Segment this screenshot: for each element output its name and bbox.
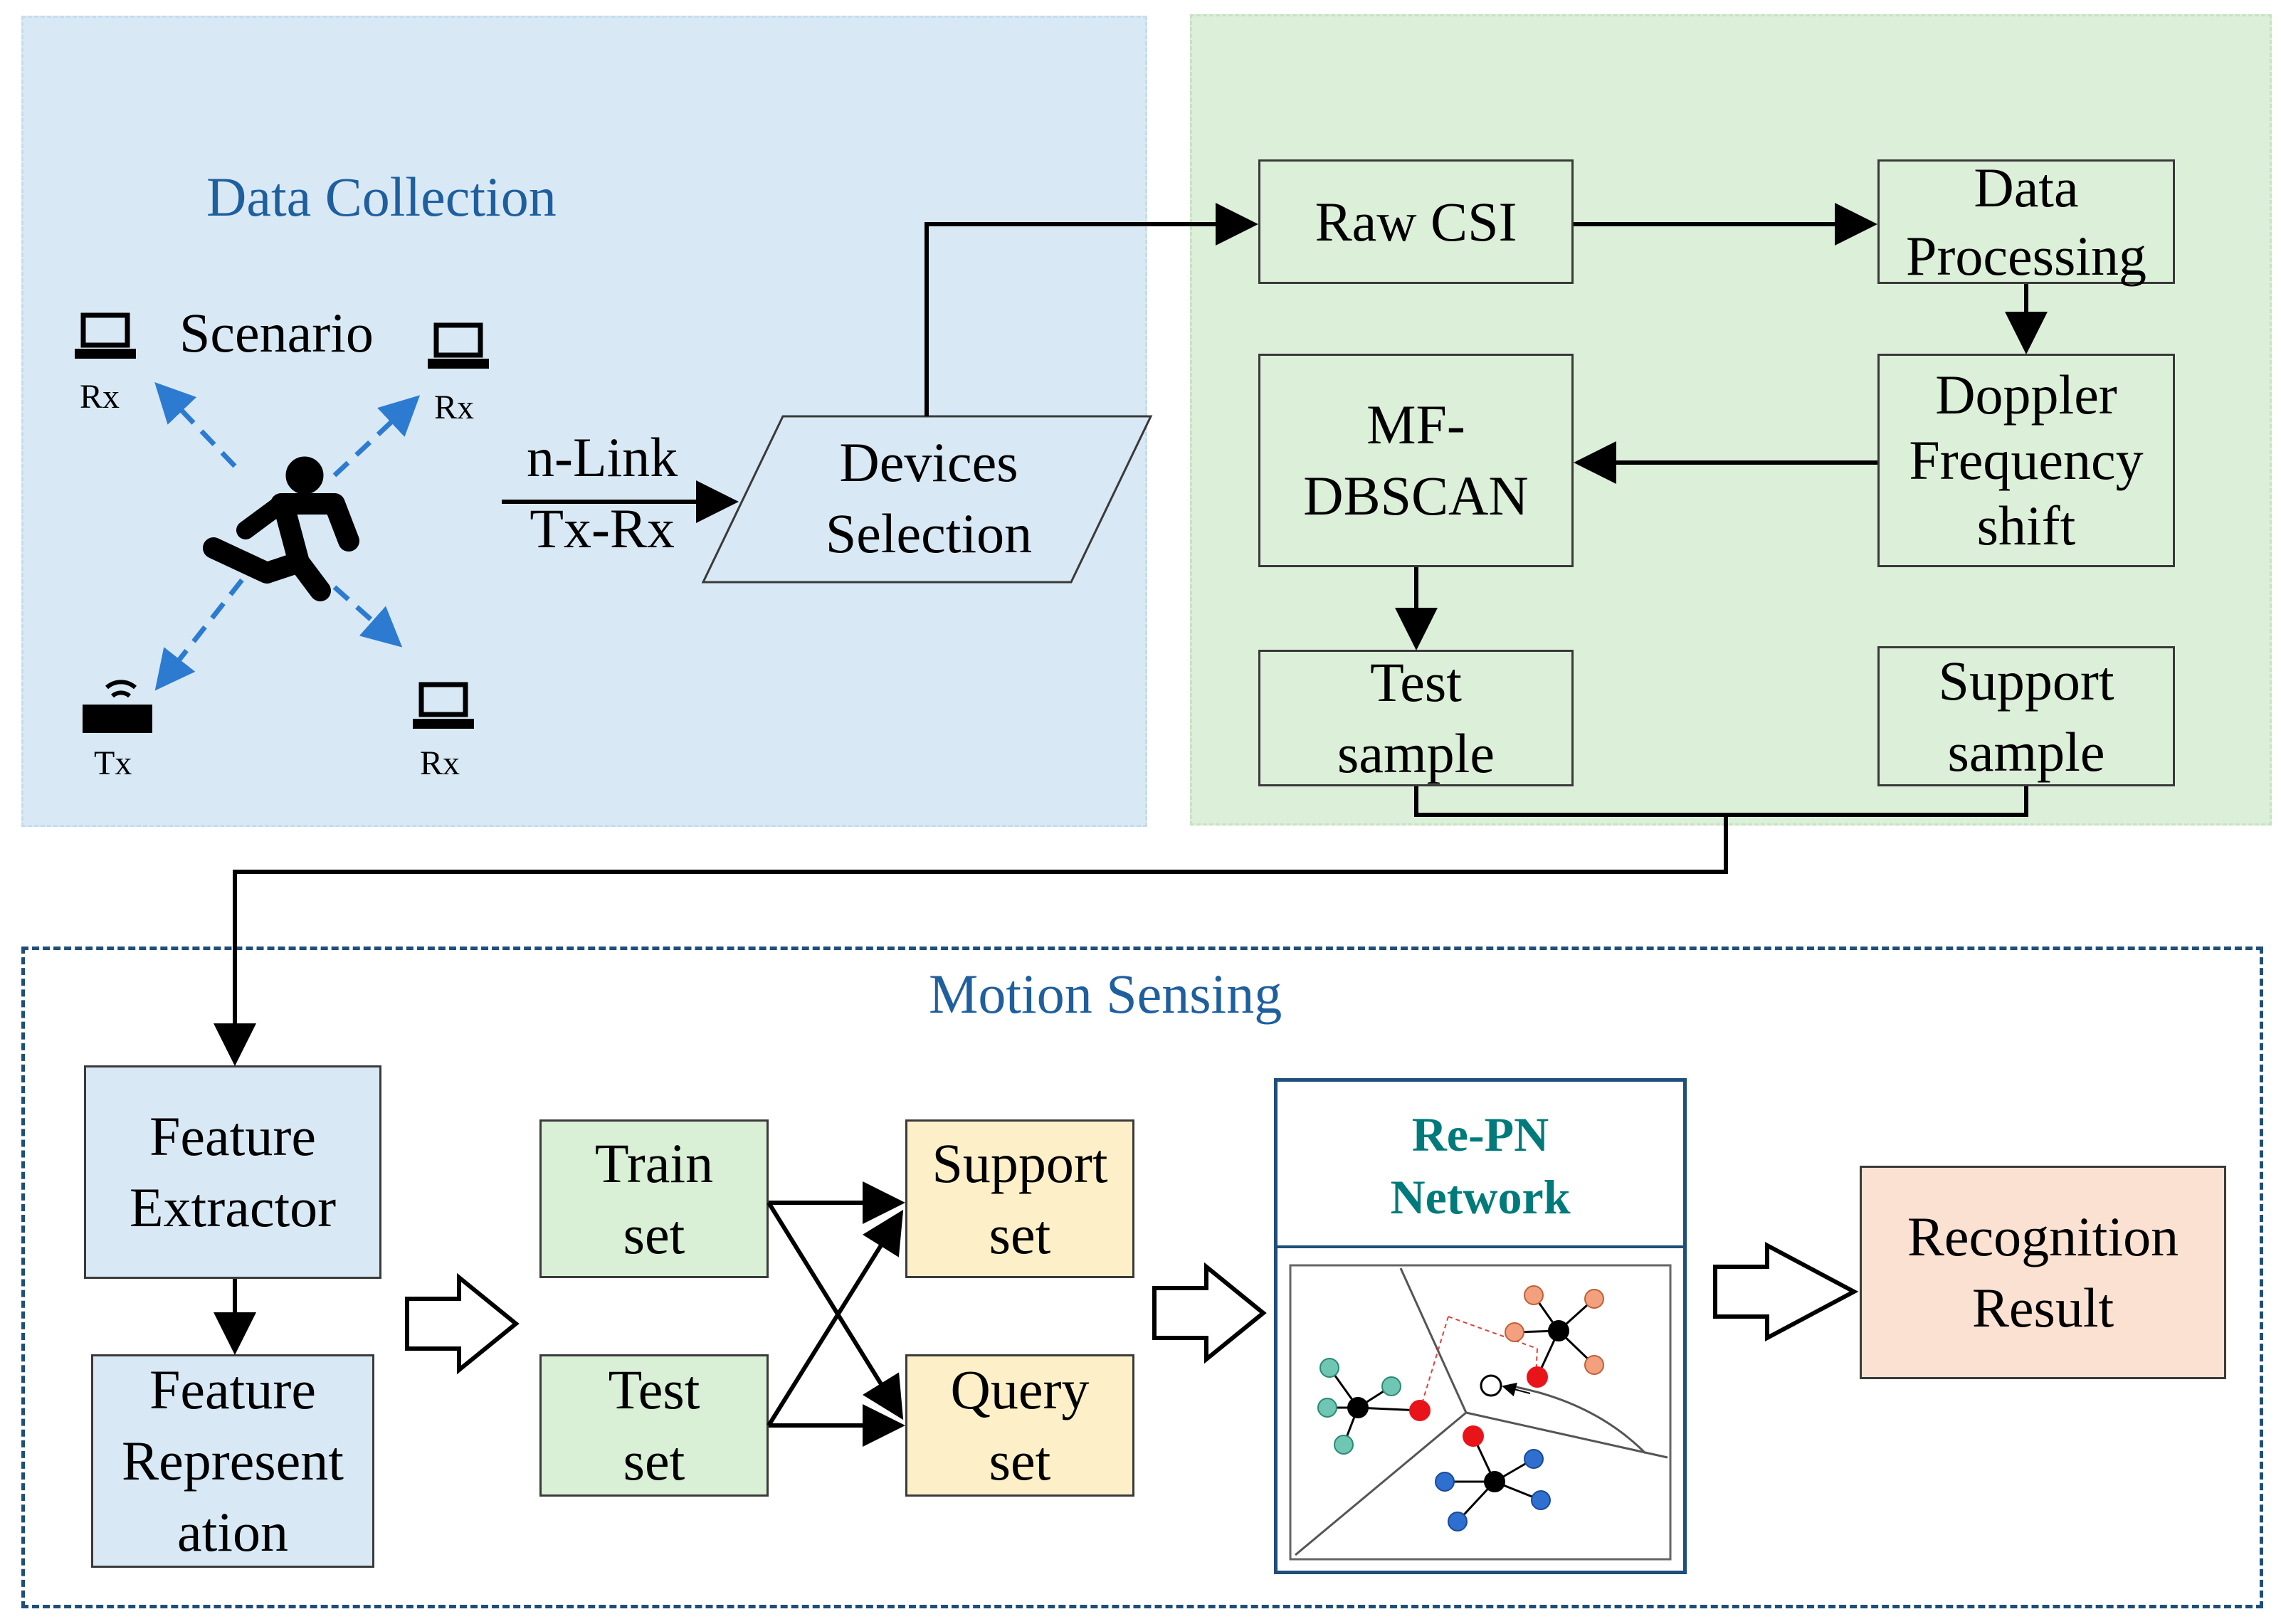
repn-network-box: Re-PN Network	[1274, 1078, 1687, 1574]
query-set-box: Query set	[905, 1354, 1134, 1497]
device-label-rx-bottom-right: Rx	[420, 744, 460, 782]
link-label: n-Link Tx-Rx	[527, 426, 678, 559]
mu3-label: μ3	[1581, 1312, 1612, 1344]
data-collection-title: Data Collection	[206, 166, 557, 228]
mu1-label: μ1	[1358, 1424, 1389, 1457]
support-sample-box: Support sample	[1877, 646, 2175, 786]
device-label-tx: Tx	[94, 744, 132, 782]
device-label-rx-top-right: Rx	[434, 389, 475, 426]
support-set-box: Support set	[905, 1119, 1134, 1278]
doppler-box: Doppler Frequency shift	[1877, 354, 2175, 567]
raw-csi-box: Raw CSI	[1258, 159, 1574, 284]
devices-selection-label: Devices Selection	[825, 431, 1033, 564]
feature-extractor-box: Feature Extractor	[84, 1065, 381, 1279]
scenario-label: Scenario	[179, 302, 374, 364]
mu2-label: μ2	[1487, 1506, 1518, 1539]
test-set-box: Test set	[539, 1354, 769, 1497]
data-collection-panel	[21, 16, 1147, 827]
mf-dbscan-box: MF- DBSCAN	[1258, 354, 1574, 567]
data-processing-box: Data Processing	[1877, 157, 2175, 287]
train-set-box: Train set	[539, 1119, 769, 1278]
repn-divider	[1278, 1245, 1683, 1248]
motion-sensing-title: Motion Sensing	[929, 963, 1282, 1025]
feature-representation-box: Feature Represent ation	[91, 1354, 374, 1568]
repn-network-title: Re-PN Network	[1390, 1107, 1571, 1224]
device-label-rx-top-left: Rx	[80, 378, 120, 416]
csi-processing-panel	[1190, 14, 2272, 826]
test-sample-box: Test sample	[1258, 650, 1574, 786]
weight-label: Weight	[1427, 1302, 1472, 1320]
x-label: X	[1650, 1431, 1670, 1467]
recognition-result-box: Recognition Result	[1860, 1166, 2226, 1379]
